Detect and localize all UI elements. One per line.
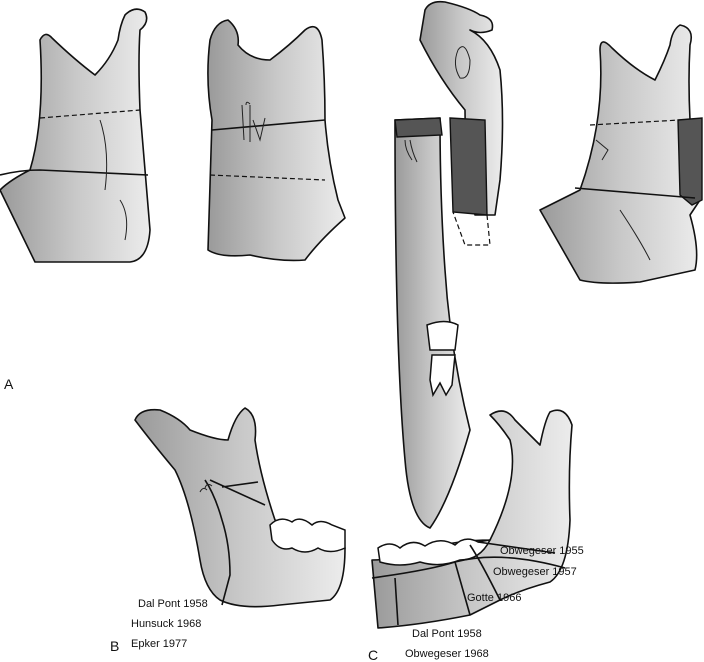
label-epker-1977: Epker 1977 (131, 638, 188, 650)
label-gotte-1966: Gotte 1966 (467, 592, 522, 604)
panel-b-mandible (134, 407, 346, 608)
panel-a-ramus-advanced (539, 24, 703, 284)
panel-c-mandible (371, 409, 573, 629)
label-dal-pont-1958-c: Dal Pont 1958 (412, 628, 482, 640)
panel-a-ramus-2 (207, 19, 346, 262)
panel-label-a: A (4, 376, 14, 392)
label-obwegeser-1957: Obwegeser 1957 (493, 566, 577, 578)
label-dal-pont-1958-b: Dal Pont 1958 (138, 598, 208, 610)
label-obwegeser-1968: Obwegeser 1968 (405, 648, 489, 660)
label-hunsuck-1968: Hunsuck 1968 (131, 618, 202, 630)
panel-label-c: C (368, 647, 379, 662)
panel-label-b: B (110, 638, 120, 654)
panel-a-ramus-1 (0, 8, 151, 263)
label-obwegeser-1955: Obwegeser 1955 (500, 545, 584, 557)
panel-a-split-segments (394, 0, 504, 529)
